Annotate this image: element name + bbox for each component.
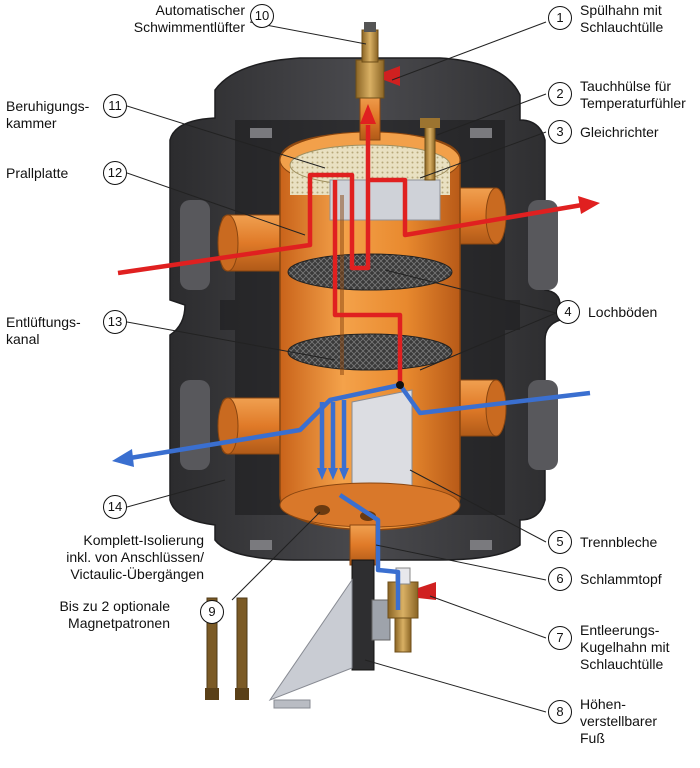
label-tauchhuelse: Tauchhülse für Temperaturfühler: [580, 78, 686, 111]
cold-flow-arrows: [129, 382, 591, 610]
callout-number-12: 12: [103, 161, 127, 185]
magnet-cartridges: [205, 597, 249, 700]
label-magnetpatronen: Bis zu 2 optionale Magnetpatronen: [59, 598, 170, 631]
callout-number-11: 11: [103, 94, 127, 118]
air-vent: [355, 22, 440, 181]
callout-number-5: 5: [548, 530, 572, 554]
label-gleichrichter: Gleichrichter: [580, 124, 659, 140]
label-schlammtopf: Schlammtopf: [580, 571, 662, 587]
label-schwimmentluefter: Automatischer Schwimmentlüfter: [133, 2, 245, 35]
cold-arrow-heads: [112, 449, 349, 480]
hot-flow-arrows: [117, 125, 583, 385]
label-spuelhahn: Spülhahn mit Schlauchtülle: [580, 2, 664, 35]
callout-number-9: 9: [200, 600, 224, 624]
label-isolierung: Komplett-Isolierung inkl. von Anschlüsse…: [66, 532, 204, 582]
label-hoehenverstellbarer-fuss: Höhen- verstellbarer Fuß: [580, 696, 658, 746]
callout-number-4: 4: [556, 300, 580, 324]
callout-number-8: 8: [548, 700, 572, 724]
callout-number-6: 6: [548, 567, 572, 591]
label-prallplatte: Prallplatte: [6, 165, 69, 181]
callout-number-7: 7: [548, 626, 572, 650]
label-lochboeden: Lochböden: [588, 304, 658, 320]
callout-number-3: 3: [548, 120, 572, 144]
label-beruhigungskammer: Beruhigungs- kammer: [6, 98, 90, 131]
leader-lines: [126, 21, 557, 713]
callout-number-2: 2: [548, 82, 572, 106]
label-entleerungs-kugelhahn: Entleerungs- Kugelhahn mit Schlauchtülle: [580, 622, 670, 672]
label-trennbleche: Trennbleche: [580, 534, 658, 550]
drain-and-stand: [268, 524, 436, 709]
hot-arrow-heads: [360, 104, 600, 214]
callout-number-10: 10: [250, 4, 274, 28]
junction-dot: [396, 381, 404, 389]
callout-number-14: 14: [103, 495, 127, 519]
callout-number-13: 13: [103, 310, 127, 334]
label-entlueftungskanal: Entlüftungs- kanal: [6, 314, 81, 347]
callout-number-1: 1: [548, 6, 572, 30]
